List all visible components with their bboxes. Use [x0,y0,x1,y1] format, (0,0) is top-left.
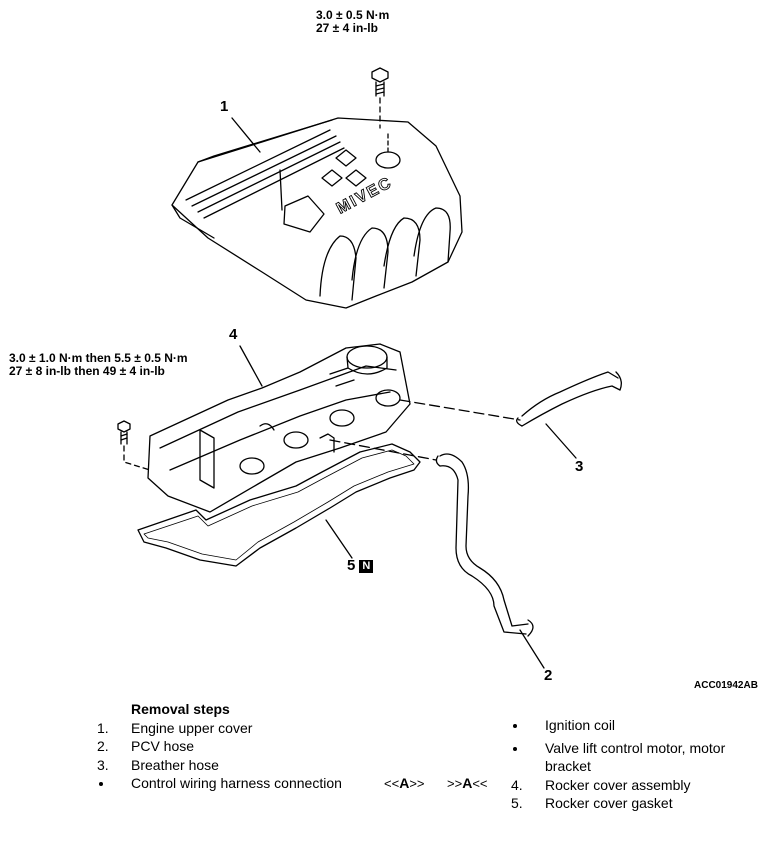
step-text: Breather hose [131,757,219,773]
step-number: 3. [97,757,109,773]
breather-hose [399,371,622,427]
callout-1: 1 [220,98,229,115]
reference-a-removal: <<A>> [384,775,425,791]
callout-4: 4 [229,326,238,343]
torque-spec-upper: 3.0 ± 0.5 N·m 27 ± 4 in-lb [316,9,389,35]
leader-1 [231,117,261,153]
torque-rocker-metric: 3.0 ± 1.0 N·m then 5.5 ± 0.5 N·m [9,351,188,365]
step-bullet [511,716,541,734]
rocker-cover-gasket [137,443,421,567]
step-text: Engine upper cover [131,720,253,736]
callout-2: 2 [544,667,553,684]
step-bullet [511,739,541,757]
step-text: Control wiring harness connection [131,775,342,791]
upper-cover-bolt [371,67,389,129]
callout-3: 3 [575,458,584,475]
reference-a-installation: >>A<< [447,775,488,791]
step-text: Rocker cover gasket [545,795,673,811]
leader-2 [519,629,545,669]
rocker-cover-bolt [117,420,151,471]
torque-spec-rocker: 3.0 ± 1.0 N·m then 5.5 ± 0.5 N·m 27 ± 8 … [9,352,188,378]
step-bullet [97,774,127,792]
step-text: Ignition coil [545,717,616,733]
torque-upper-imperial: 27 ± 4 in-lb [316,21,378,35]
step-number: 4. [511,777,523,793]
engine-upper-cover [171,117,463,309]
figure-code: ACC01942AB [694,680,758,691]
step-text: PCV hose [131,738,195,754]
step-number: 2. [97,738,109,754]
step-text: Rocker cover assembly [545,777,691,793]
leader-4 [239,345,263,387]
leader-3 [545,423,577,459]
new-part-badge: N [359,560,374,573]
torque-rocker-imperial: 27 ± 8 in-lb then 49 ± 4 in-lb [9,364,165,378]
step-text-continued: bracket [545,758,591,774]
step-text: Valve lift control motor, motor [545,740,726,756]
rocker-cover-assembly [147,343,411,513]
step-number: 1. [97,720,109,736]
callout-5-number: 5 [347,557,356,574]
leader-5 [325,519,353,559]
step-number: 5. [511,795,523,811]
cover-logo-text: MIVEC [334,174,396,217]
torque-upper-metric: 3.0 ± 0.5 N·m [316,8,390,22]
removal-steps-title: Removal steps [131,701,230,717]
pcv-hose [329,439,534,637]
